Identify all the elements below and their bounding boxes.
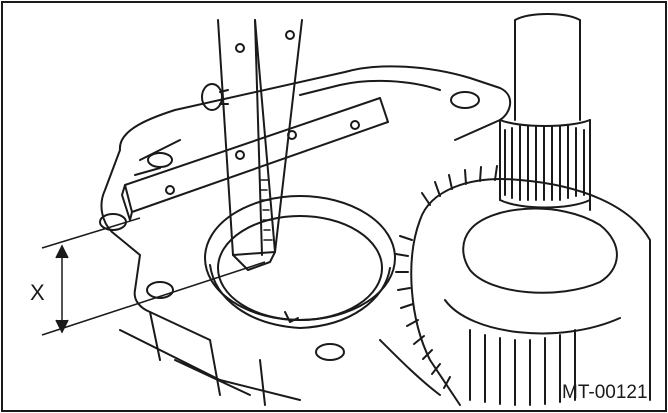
figure-code: MT-00121 xyxy=(562,382,648,403)
housing-body-lines xyxy=(149,311,441,406)
dimension-arrow-top xyxy=(55,244,69,259)
base-bar-hole-right xyxy=(350,120,360,130)
gear-face-arc xyxy=(444,299,621,335)
gauge-base-bar xyxy=(121,97,389,221)
dimension-x xyxy=(41,217,266,336)
bore-depth-lines xyxy=(209,264,391,329)
gear-hub xyxy=(462,207,618,294)
gauge-rivet-4 xyxy=(235,150,245,160)
bolt-hole-bottom xyxy=(315,343,345,361)
bearing-bore-outer xyxy=(204,195,396,321)
housing-lower-edge xyxy=(119,329,301,401)
dimension-arrow-bottom xyxy=(55,319,69,334)
bolt-hole-upper xyxy=(147,152,173,168)
casing-flange-outline xyxy=(100,65,512,341)
shaft-splines xyxy=(499,119,591,211)
shaft-body xyxy=(514,13,581,121)
gauge-rivet-1 xyxy=(235,43,245,53)
dimension-extension-lower xyxy=(41,261,266,336)
dimension-extension-upper xyxy=(41,217,141,249)
gauge-scale-ticks xyxy=(260,179,273,241)
bolt-hole-right xyxy=(450,91,480,109)
gauge-rivet-2 xyxy=(285,30,295,40)
bolt-hole-lower xyxy=(146,281,174,299)
gauge-tip xyxy=(232,251,276,271)
casing-drawing xyxy=(99,13,651,406)
bearing-bore-inner xyxy=(217,215,383,321)
gear-teeth xyxy=(395,165,576,406)
base-bar-hole-left xyxy=(165,185,175,195)
shaft-collar xyxy=(499,119,591,209)
gauge-beam xyxy=(217,19,276,256)
flange-inner-lip xyxy=(134,79,441,176)
gauge-lock-knob xyxy=(201,83,223,111)
gauge-rivet-3 xyxy=(287,130,297,140)
gauge-lock-stem xyxy=(219,89,229,105)
bore-seat-marker xyxy=(284,311,299,323)
dimension-label: X xyxy=(30,280,45,305)
